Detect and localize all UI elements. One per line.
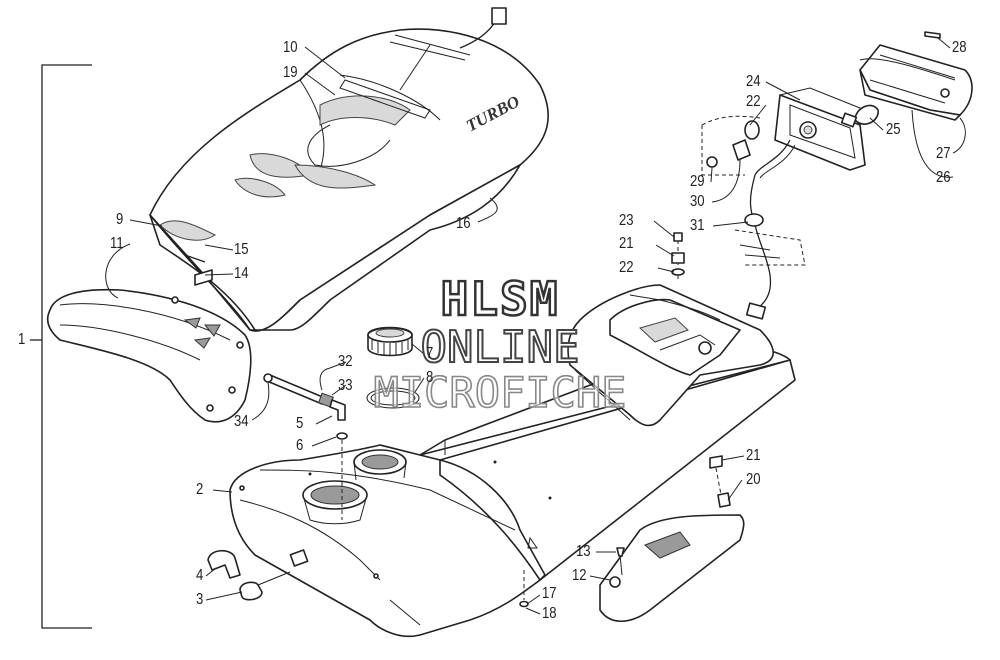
callout-22-upper[interactable]: 22 xyxy=(746,93,761,110)
callout-18[interactable]: 18 xyxy=(542,605,557,622)
callout-2[interactable]: 2 xyxy=(196,481,204,498)
watermark-line-3: MICROFICHE xyxy=(373,367,627,418)
callout-4[interactable]: 4 xyxy=(196,567,204,584)
callout-29[interactable]: 29 xyxy=(690,173,705,190)
callout-27[interactable]: 27 xyxy=(936,145,951,162)
taillight-assembly xyxy=(701,31,973,320)
callout-16[interactable]: 16 xyxy=(456,215,471,232)
assembly-bracket xyxy=(41,64,92,629)
callout-1[interactable]: 1 xyxy=(18,331,26,348)
fuel-cap-gasket xyxy=(366,387,420,409)
watermark-line-2: ONLINE xyxy=(420,321,581,374)
callout-21-upper[interactable]: 21 xyxy=(619,235,634,252)
callout-17[interactable]: 17 xyxy=(542,585,557,602)
callout-19[interactable]: 19 xyxy=(283,64,298,81)
side-panel xyxy=(46,288,252,423)
watermark-line-1: HLSM xyxy=(439,271,560,328)
callout-21-lower[interactable]: 21 xyxy=(746,447,761,464)
small-fasteners xyxy=(519,232,731,608)
callout-30[interactable]: 30 xyxy=(690,193,705,210)
callout-33[interactable]: 33 xyxy=(338,377,353,394)
callout-9[interactable]: 9 xyxy=(116,211,124,228)
callout-10[interactable]: 10 xyxy=(283,39,298,56)
callout-20[interactable]: 20 xyxy=(746,471,761,488)
callout-25[interactable]: 25 xyxy=(886,121,901,138)
callout-6[interactable]: 6 xyxy=(296,437,304,454)
rear-side-panel xyxy=(599,514,745,623)
callout-11[interactable]: 11 xyxy=(110,235,124,252)
callout-14[interactable]: 14 xyxy=(234,265,249,282)
tank-fasteners xyxy=(207,549,291,601)
callout-32[interactable]: 32 xyxy=(338,353,353,370)
callout-15[interactable]: 15 xyxy=(234,241,249,258)
callout-7[interactable]: 7 xyxy=(426,345,434,362)
callout-13[interactable]: 13 xyxy=(576,543,591,560)
leader-lines xyxy=(105,37,966,615)
callout-24[interactable]: 24 xyxy=(746,73,761,90)
callout-22-lower[interactable]: 22 xyxy=(619,259,634,276)
vent-hose xyxy=(263,373,348,520)
callout-12[interactable]: 12 xyxy=(572,567,587,584)
storage-compartment xyxy=(567,284,774,427)
callout-8[interactable]: 8 xyxy=(426,369,434,386)
callout-23[interactable]: 23 xyxy=(619,212,634,229)
callout-5[interactable]: 5 xyxy=(296,415,304,432)
callout-28[interactable]: 28 xyxy=(952,39,967,56)
seat-connector xyxy=(491,7,507,25)
callout-31[interactable]: 31 xyxy=(690,217,705,234)
callout-26[interactable]: 26 xyxy=(936,169,951,186)
fuel-cap xyxy=(366,326,420,409)
callout-3[interactable]: 3 xyxy=(196,591,204,608)
seat-assembly: TURBO xyxy=(149,7,549,332)
callout-34[interactable]: 34 xyxy=(234,413,249,430)
